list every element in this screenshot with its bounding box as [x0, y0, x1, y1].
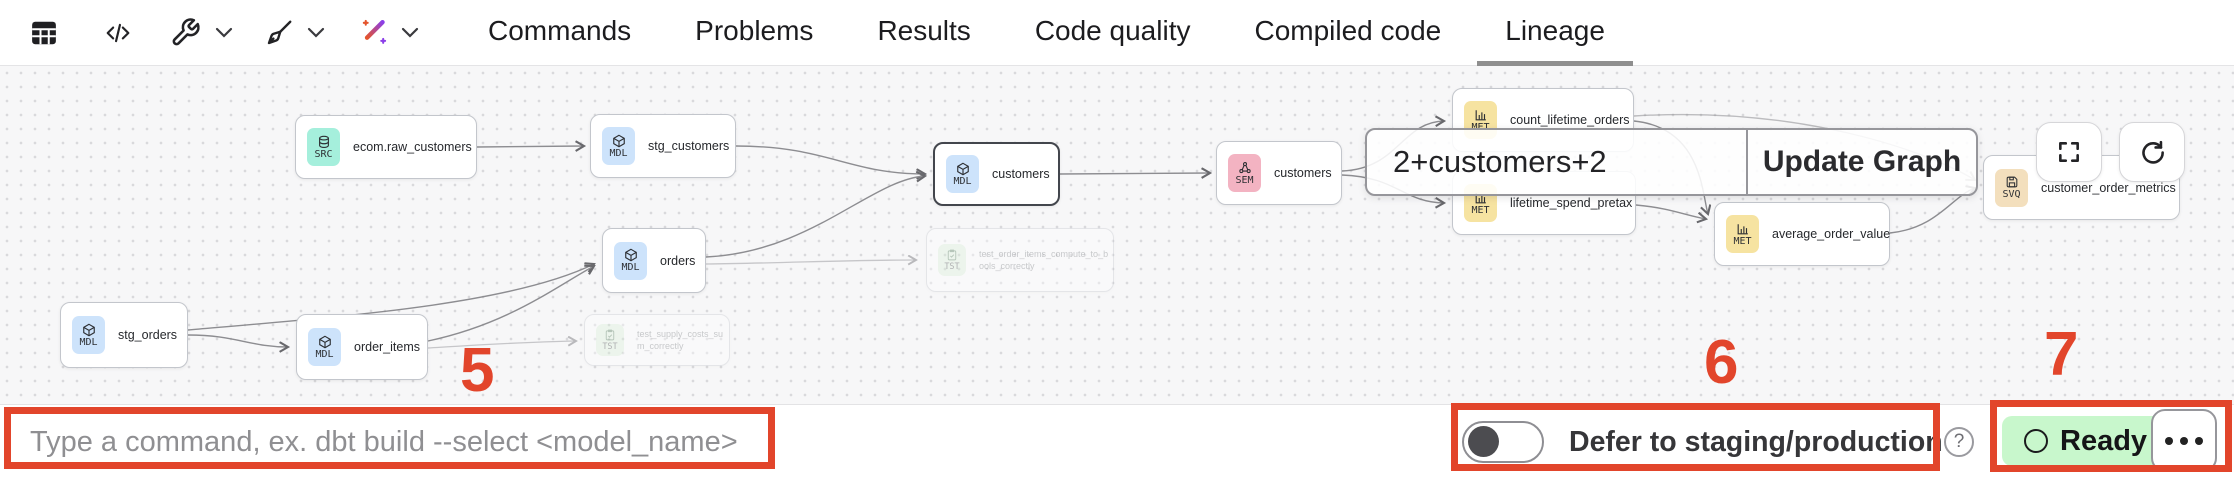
status-ready-button[interactable]: Ready — [2002, 416, 2170, 466]
table-view-button[interactable] — [28, 0, 60, 65]
code-editor-button[interactable] — [101, 0, 135, 65]
tab-compiled-code[interactable]: Compiled code — [1254, 14, 1442, 46]
lineage-node-order-items[interactable]: MDL order_items — [296, 314, 428, 380]
chevron-down-icon — [401, 27, 419, 38]
build-tools-dropdown[interactable] — [215, 0, 233, 65]
tab-results[interactable]: Results — [877, 14, 971, 46]
ai-assist-button[interactable] — [357, 0, 390, 65]
tab-code-quality[interactable]: Code quality — [1034, 14, 1191, 46]
status-circle-icon — [2024, 429, 2048, 453]
defer-label: Defer to staging/production — [1569, 425, 1943, 458]
toggle-knob — [1468, 426, 1499, 457]
lineage-canvas[interactable]: SRC ecom.raw_customers MDL stg_customers… — [0, 66, 2234, 404]
metric-type-chip: MET — [1726, 215, 1759, 253]
wrench-icon — [172, 18, 200, 46]
model-type-chip: MDL — [946, 155, 979, 193]
semantic-graph-icon — [1238, 161, 1251, 173]
broom-icon — [267, 20, 292, 44]
lineage-node-average-order-value[interactable]: MET average_order_value — [1714, 202, 1890, 266]
cube-icon — [956, 162, 969, 175]
model-type-chip: MDL — [602, 127, 635, 165]
cube-icon — [318, 335, 331, 348]
defer-toggle[interactable] — [1462, 421, 1544, 463]
lineage-selector: 2+customers+2 Update Graph — [1365, 128, 1978, 196]
bar-chart-icon — [1475, 109, 1486, 120]
lineage-node-test-supply-costs[interactable]: TST test_supply_costs_sum_correctly — [584, 314, 730, 366]
lineage-node-customers-semantic[interactable]: SEM customers — [1216, 141, 1342, 205]
table-icon — [32, 21, 56, 44]
lint-fix-button[interactable] — [263, 0, 295, 65]
fullscreen-button[interactable] — [2036, 122, 2102, 182]
lint-fix-dropdown[interactable] — [307, 0, 325, 65]
floppy-disk-icon — [2006, 176, 2017, 188]
saved-query-type-chip: SVQ — [1995, 168, 2028, 207]
cube-icon — [624, 248, 637, 262]
panel-tabs: Commands Problems Results Code quality C… — [460, 0, 1633, 66]
command-input[interactable]: Type a command, ex. dbt build --select <… — [30, 425, 738, 458]
tab-problems[interactable]: Problems — [695, 14, 814, 46]
cube-icon — [612, 134, 625, 147]
lineage-node-stg-customers[interactable]: MDL stg_customers — [590, 114, 736, 178]
lineage-selector-input[interactable]: 2+customers+2 — [1367, 130, 1748, 194]
toolbar: Commands Problems Results Code quality C… — [0, 0, 2234, 66]
fullscreen-icon — [2059, 142, 2079, 162]
lineage-node-ecom-raw-customers[interactable]: SRC ecom.raw_customers — [295, 115, 477, 179]
ellipsis-icon — [2165, 436, 2173, 445]
test-type-chip: TST — [938, 244, 966, 276]
model-type-chip: MDL — [614, 241, 647, 280]
clipboard-check-icon — [947, 249, 957, 260]
lineage-node-customers-model[interactable]: MDL customers — [933, 142, 1060, 206]
database-icon — [318, 135, 329, 148]
chevron-down-icon — [215, 27, 233, 38]
lineage-node-test-order-items[interactable]: TST test_order_items_compute_to_bools_co… — [926, 228, 1114, 292]
status-label: Ready — [2060, 424, 2148, 457]
test-type-chip: TST — [596, 324, 624, 356]
build-tools-button[interactable] — [170, 0, 201, 65]
help-icon[interactable]: ? — [1944, 427, 1974, 457]
refresh-icon — [2141, 140, 2164, 164]
semantic-type-chip: SEM — [1228, 154, 1261, 192]
code-icon — [106, 23, 130, 42]
tab-commands[interactable]: Commands — [488, 14, 632, 46]
source-type-chip: SRC — [307, 128, 340, 166]
model-type-chip: MDL — [308, 328, 341, 366]
refresh-graph-button[interactable] — [2119, 122, 2185, 182]
bottom-bar: Type a command, ex. dbt build --select <… — [0, 404, 2234, 478]
update-graph-button[interactable]: Update Graph — [1762, 145, 1962, 178]
lineage-node-stg-orders[interactable]: MDL stg_orders — [60, 302, 188, 368]
chevron-down-icon — [307, 27, 325, 38]
model-type-chip: MDL — [72, 316, 105, 354]
tab-lineage[interactable]: Lineage — [1477, 0, 1633, 66]
more-options-button[interactable] — [2151, 409, 2217, 472]
cube-icon — [82, 323, 95, 336]
wand-icon — [362, 19, 387, 44]
clipboard-check-icon — [605, 329, 615, 340]
ai-assist-dropdown[interactable] — [401, 0, 419, 65]
bar-chart-icon — [1737, 223, 1748, 234]
lineage-node-orders[interactable]: MDL orders — [602, 228, 706, 293]
